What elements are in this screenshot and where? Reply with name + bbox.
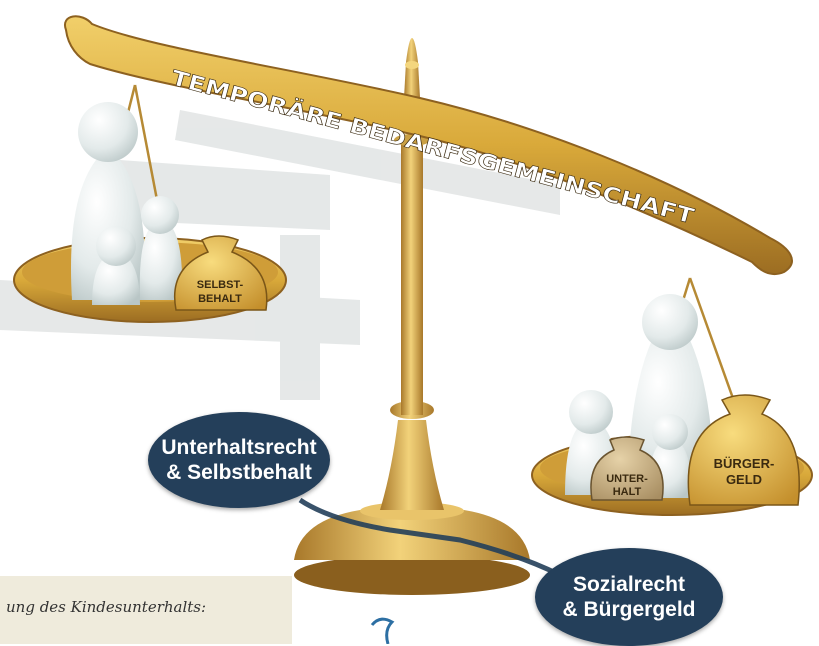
- bag-label-buergergeld-2: GELD: [726, 472, 762, 487]
- callout-sozialrecht: Sozialrecht & Bürgergeld: [535, 548, 723, 646]
- callout-right-line1: Sozialrecht: [572, 573, 686, 596]
- callout-left-line2: & Selbstbehalt: [166, 461, 312, 484]
- money-bag-buergergeld: BÜRGER- GELD: [687, 394, 800, 506]
- left-pan: SELBST- BEHALT: [13, 102, 287, 323]
- money-bag-unterhalt: UNTER- HALT: [590, 436, 664, 501]
- bag-label-unterhalt-1: UNTER-: [606, 473, 648, 485]
- right-pan: UNTER- HALT BÜRGER- GELD: [531, 294, 813, 516]
- figure-adult-right: [628, 294, 714, 480]
- bag-label-unterhalt-2: HALT: [613, 486, 642, 498]
- decorative-swoosh: [370, 617, 395, 644]
- callout-left-line1: Unterhaltsrecht: [161, 436, 317, 459]
- scale-base: [294, 401, 530, 595]
- money-bag-selbstbehalt: SELBST- BEHALT: [174, 235, 268, 311]
- figure-child-left: [139, 196, 183, 300]
- figure-small-left: [92, 226, 140, 305]
- bag-label-selbstbehalt-1: SELBST-: [197, 279, 244, 291]
- callout-right-line2: & Bürgergeld: [562, 598, 696, 621]
- bag-label-buergergeld-1: BÜRGER-: [714, 456, 775, 471]
- connector-lines: [298, 497, 562, 578]
- callout-unterhaltsrecht: Unterhaltsrecht & Selbstbehalt: [148, 412, 330, 508]
- note-box: [0, 576, 292, 644]
- bag-label-selbstbehalt-2: BEHALT: [198, 293, 242, 305]
- note-text: ung des Kindesunterhalts:: [6, 598, 207, 616]
